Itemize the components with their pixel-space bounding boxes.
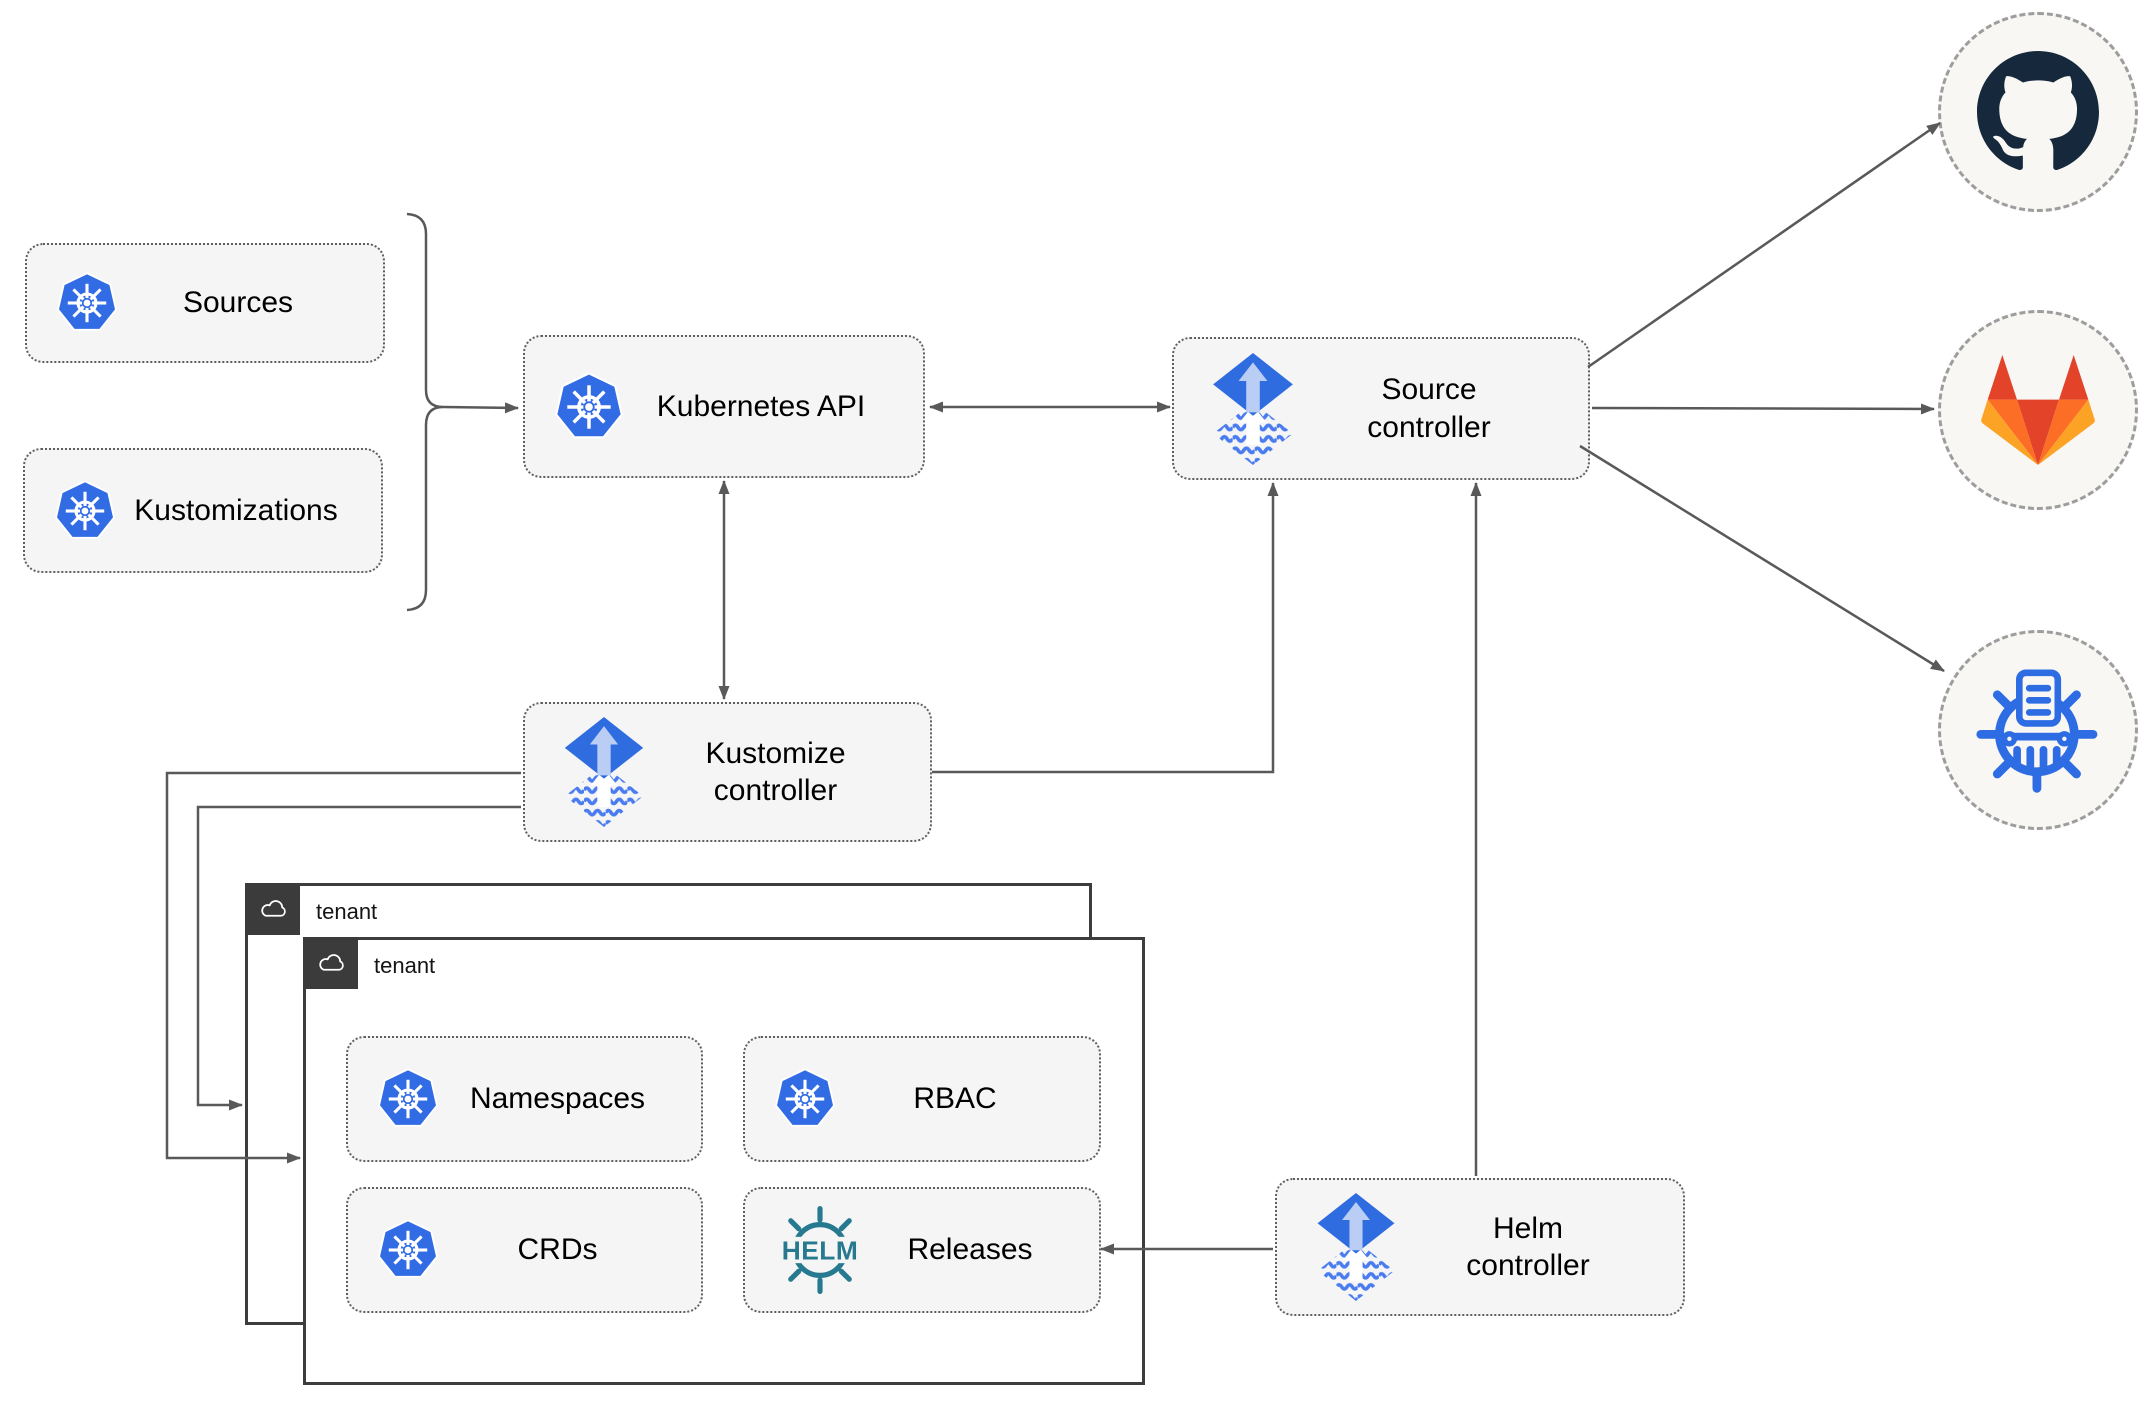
node-helm-controller: Helm controller bbox=[1275, 1178, 1685, 1316]
tenant-header bbox=[303, 937, 358, 989]
node-label: Namespaces bbox=[469, 1082, 646, 1116]
gitlab-icon bbox=[1978, 355, 2098, 465]
node-sources: Sources bbox=[25, 243, 385, 363]
node-crds: CRDs bbox=[346, 1187, 703, 1313]
tenant-label: tenant bbox=[374, 953, 436, 978]
flux-icon bbox=[1313, 1193, 1399, 1301]
node-label: RBAC bbox=[913, 1082, 997, 1116]
helm-logo-text: HELM bbox=[782, 1235, 858, 1265]
edge-source-gitlab bbox=[1591, 403, 1935, 415]
node-source-controller: Source controller bbox=[1172, 337, 1590, 480]
edge-source-registry bbox=[1579, 444, 1945, 673]
node-label: CRDs bbox=[517, 1233, 598, 1267]
kubernetes-icon bbox=[553, 372, 625, 442]
tenant-label: tenant bbox=[316, 899, 378, 924]
flux-icon bbox=[1210, 353, 1296, 465]
node-label: Kustomize controller bbox=[705, 736, 846, 808]
endpoint-registry bbox=[1938, 630, 2138, 830]
node-kubernetes-api: Kubernetes API bbox=[523, 335, 925, 478]
kubernetes-icon bbox=[55, 272, 119, 334]
node-releases: HELM Releases bbox=[743, 1187, 1101, 1313]
node-rbac: RBAC bbox=[743, 1036, 1101, 1162]
kubernetes-icon bbox=[376, 1219, 440, 1281]
node-label: Kubernetes API bbox=[656, 389, 866, 423]
edge-kustomize-source bbox=[932, 482, 1279, 774]
node-label: Sources bbox=[182, 286, 294, 320]
kubernetes-icon bbox=[53, 480, 117, 542]
edge-source-github bbox=[1587, 121, 1941, 369]
cloud-icon bbox=[315, 951, 347, 975]
endpoint-gitlab bbox=[1938, 310, 2138, 510]
node-kustomize-controller: Kustomize controller bbox=[523, 702, 932, 842]
flux-icon bbox=[561, 717, 647, 827]
kubernetes-icon bbox=[773, 1068, 837, 1130]
node-label: Source controller bbox=[1367, 373, 1491, 444]
edge-bracket bbox=[406, 212, 444, 612]
tenant-group-inner: tenant Namespaces RBAC CRDs bbox=[303, 937, 1145, 1385]
kubernetes-icon bbox=[376, 1068, 440, 1130]
endpoint-github bbox=[1938, 12, 2138, 212]
node-label: Releases bbox=[907, 1233, 1033, 1267]
tenant-header bbox=[245, 883, 300, 935]
node-kustomizations: Kustomizations bbox=[23, 448, 383, 573]
cloud-icon bbox=[257, 897, 289, 921]
github-icon bbox=[1977, 51, 2099, 173]
helm-icon: HELM bbox=[773, 1206, 867, 1294]
node-namespaces: Namespaces bbox=[346, 1036, 703, 1162]
node-label: Helm controller bbox=[1466, 1211, 1590, 1283]
container-registry-icon bbox=[1972, 664, 2104, 796]
node-label: Kustomizations bbox=[134, 493, 338, 527]
edge-bracket-to-k8s-api bbox=[442, 402, 519, 414]
